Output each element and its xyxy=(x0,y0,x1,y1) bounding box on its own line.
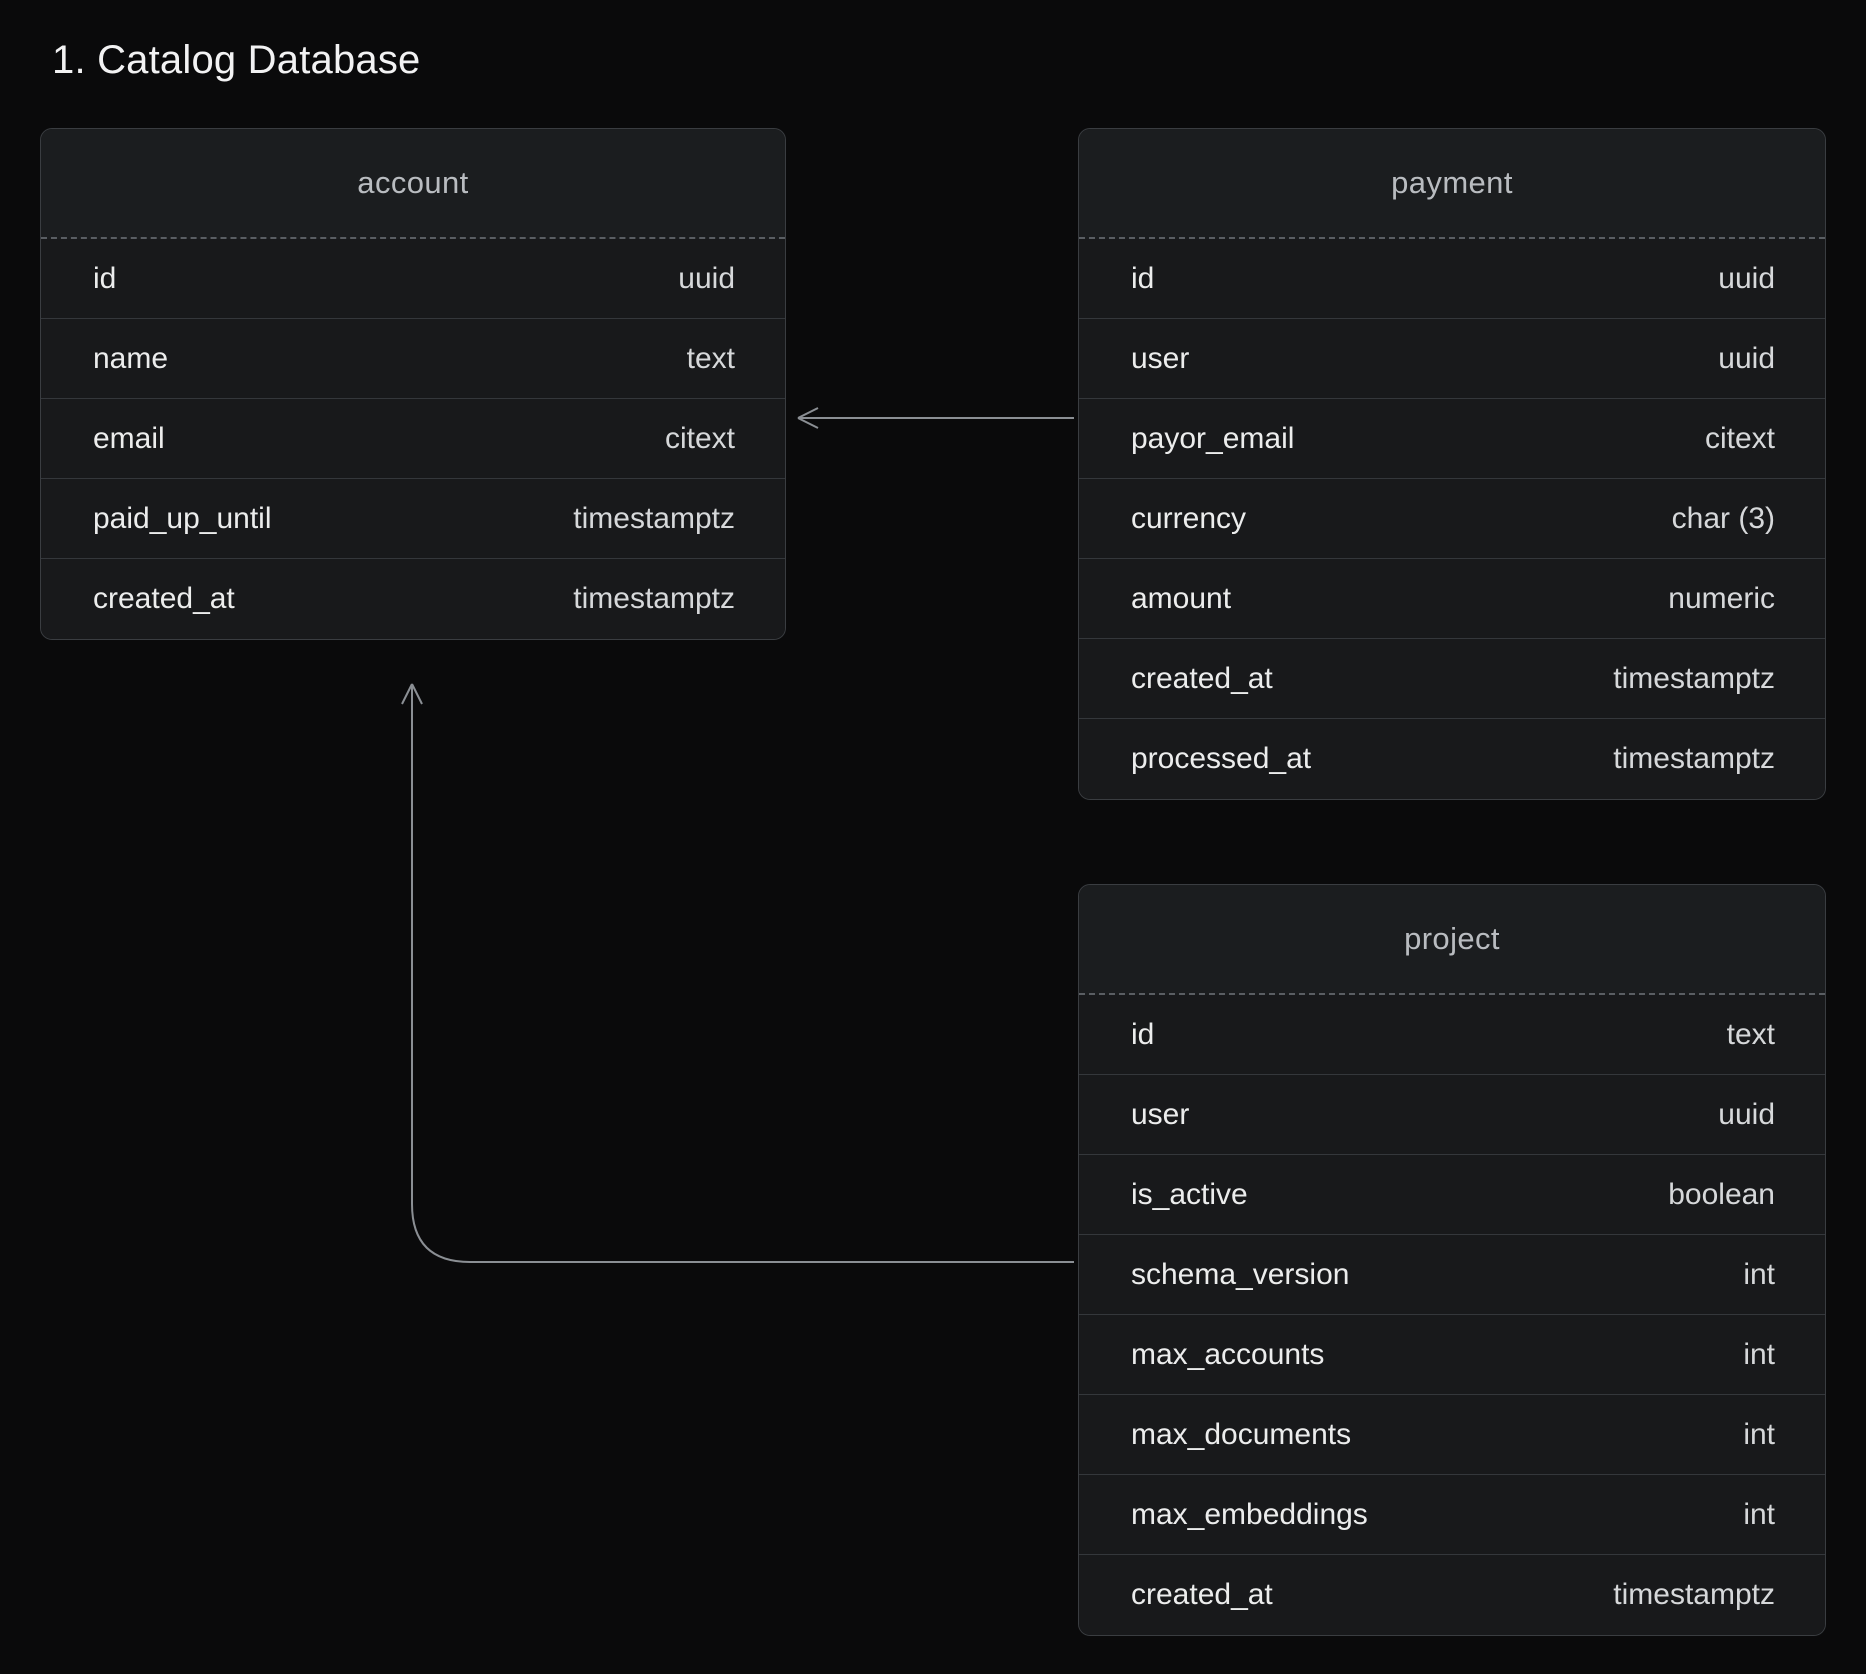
column-name: max_accounts xyxy=(1131,1337,1325,1371)
column-type: int xyxy=(1743,1337,1775,1371)
column-type: uuid xyxy=(1718,341,1775,375)
er-table-header: account xyxy=(41,129,785,239)
table-row[interactable]: created_at timestamptz xyxy=(1079,1555,1825,1635)
table-row[interactable]: processed_at timestamptz xyxy=(1079,719,1825,799)
table-row[interactable]: user uuid xyxy=(1079,1075,1825,1155)
table-row[interactable]: email citext xyxy=(41,399,785,479)
table-row[interactable]: schema_version int xyxy=(1079,1235,1825,1315)
column-name: processed_at xyxy=(1131,742,1312,775)
column-type: uuid xyxy=(1718,1097,1775,1131)
er-table-project[interactable]: project id text user uuid is_active bool… xyxy=(1078,884,1826,1636)
table-row[interactable]: paid_up_until timestamptz xyxy=(41,479,785,559)
table-row[interactable]: created_at timestamptz xyxy=(1079,639,1825,719)
column-name: created_at xyxy=(1131,1578,1273,1611)
table-row[interactable]: name text xyxy=(41,319,785,399)
column-type: text xyxy=(1726,1017,1775,1051)
er-table-header: project xyxy=(1079,885,1825,995)
column-type: timestamptz xyxy=(1613,742,1775,775)
table-row[interactable]: user uuid xyxy=(1079,319,1825,399)
column-name: payor_email xyxy=(1131,421,1295,455)
column-name: paid_up_until xyxy=(93,501,272,535)
column-name: schema_version xyxy=(1131,1257,1350,1291)
er-table-account[interactable]: account id uuid name text email citext p… xyxy=(40,128,786,640)
connector-payment-to-account xyxy=(797,407,1074,429)
table-row[interactable]: id uuid xyxy=(1079,239,1825,319)
column-type: int xyxy=(1743,1417,1775,1451)
er-table-payment[interactable]: payment id uuid user uuid payor_email ci… xyxy=(1078,128,1826,800)
column-name: created_at xyxy=(93,582,235,615)
column-type: citext xyxy=(664,421,735,455)
er-table-header: payment xyxy=(1079,129,1825,239)
column-type: int xyxy=(1743,1497,1775,1531)
column-type: int xyxy=(1743,1257,1775,1291)
table-row[interactable]: created_at timestamptz xyxy=(41,559,785,639)
column-type: uuid xyxy=(1718,261,1775,295)
column-type: char (3) xyxy=(1671,501,1775,535)
page-title: 1. Catalog Database xyxy=(52,38,421,82)
column-name: is_active xyxy=(1131,1177,1248,1211)
table-row[interactable]: max_embeddings int xyxy=(1079,1475,1825,1555)
column-name: user xyxy=(1131,1097,1190,1131)
column-name: max_documents xyxy=(1131,1417,1352,1451)
column-name: max_embeddings xyxy=(1131,1497,1368,1531)
column-name: created_at xyxy=(1131,661,1273,695)
table-row[interactable]: amount numeric xyxy=(1079,559,1825,639)
connector-project-to-account xyxy=(401,683,1074,1263)
column-name: amount xyxy=(1131,581,1232,615)
table-row[interactable]: max_accounts int xyxy=(1079,1315,1825,1395)
column-type: timestamptz xyxy=(1613,661,1775,695)
column-type: citext xyxy=(1704,421,1775,455)
column-name: name xyxy=(93,341,169,375)
column-name: id xyxy=(1131,1017,1155,1051)
column-type: uuid xyxy=(678,261,735,295)
column-type: numeric xyxy=(1668,581,1775,615)
table-row[interactable]: id text xyxy=(1079,995,1825,1075)
column-type: timestamptz xyxy=(573,501,735,535)
table-row[interactable]: id uuid xyxy=(41,239,785,319)
table-row[interactable]: payor_email citext xyxy=(1079,399,1825,479)
column-type: timestamptz xyxy=(573,582,735,615)
column-type: boolean xyxy=(1668,1177,1775,1211)
column-name: email xyxy=(93,421,165,455)
er-table-title: project xyxy=(1404,921,1500,956)
column-name: id xyxy=(93,261,117,295)
column-name: id xyxy=(1131,261,1155,295)
table-row[interactable]: currency char (3) xyxy=(1079,479,1825,559)
column-type: timestamptz xyxy=(1613,1578,1775,1611)
column-type: text xyxy=(686,341,735,375)
table-row[interactable]: max_documents int xyxy=(1079,1395,1825,1475)
column-name: currency xyxy=(1131,501,1247,535)
er-table-title: payment xyxy=(1391,165,1513,200)
column-name: user xyxy=(1131,341,1190,375)
table-row[interactable]: is_active boolean xyxy=(1079,1155,1825,1235)
er-table-title: account xyxy=(357,165,469,200)
